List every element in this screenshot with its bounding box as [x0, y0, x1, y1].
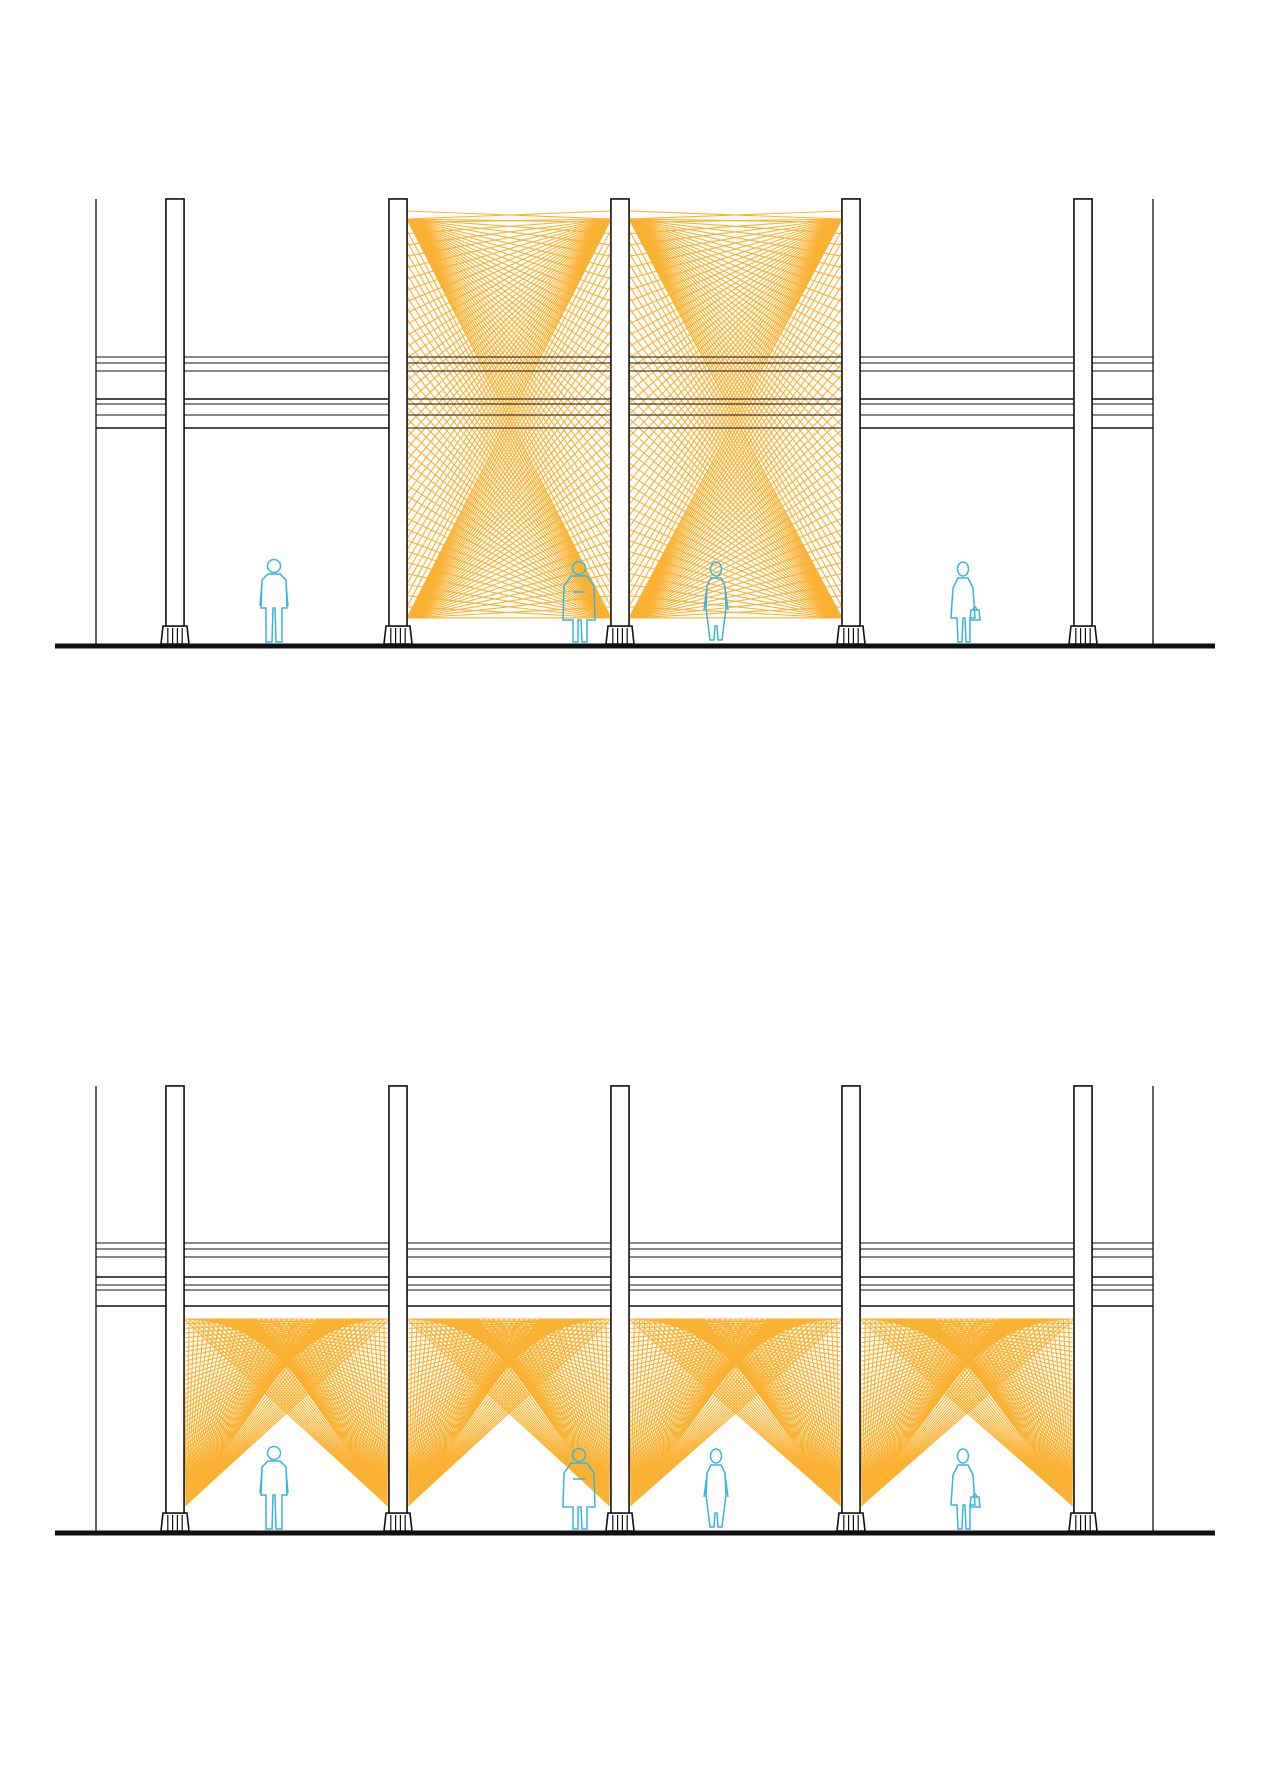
woman-handbag-figure: [950, 561, 981, 643]
string-art-panel: [859, 1318, 1075, 1506]
column-shaft: [1073, 1085, 1093, 1514]
man-coat-figure: [562, 560, 596, 643]
string-art-panel: [183, 1318, 390, 1506]
woman-handbag-figure: [950, 1448, 981, 1530]
column-base: [605, 1512, 635, 1532]
column-base: [836, 1512, 866, 1532]
column-shaft: [841, 198, 861, 627]
column-shaft: [610, 198, 630, 627]
man-standing-figure: [259, 1445, 289, 1530]
beam-overlay: [407, 356, 842, 429]
column-shaft: [610, 1085, 630, 1514]
man-standing-figure: [259, 558, 289, 643]
column-shaft: [388, 1085, 408, 1514]
column-shaft: [165, 1085, 185, 1514]
column-shaft: [841, 1085, 861, 1514]
column-base: [383, 625, 413, 645]
string-art-panel: [406, 210, 612, 619]
column-base: [160, 625, 190, 645]
column-base: [160, 1512, 190, 1532]
elevation-top: [55, 198, 1215, 649]
woman-dress-figure: [703, 561, 729, 641]
elevation-bottom: [55, 1085, 1215, 1536]
column-shaft: [165, 198, 185, 627]
string-art-panel: [406, 1318, 612, 1506]
woman-dress-figure: [703, 1448, 729, 1528]
column-base: [1068, 1512, 1098, 1532]
column-shaft: [1073, 198, 1093, 627]
string-art-panel: [628, 1318, 843, 1506]
column-base: [605, 625, 635, 645]
string-art-panel: [628, 210, 843, 619]
man-coat-figure: [562, 1447, 596, 1530]
column-base: [836, 625, 866, 645]
column-base: [1068, 625, 1098, 645]
column-base: [383, 1512, 413, 1532]
column-shaft: [388, 198, 408, 627]
